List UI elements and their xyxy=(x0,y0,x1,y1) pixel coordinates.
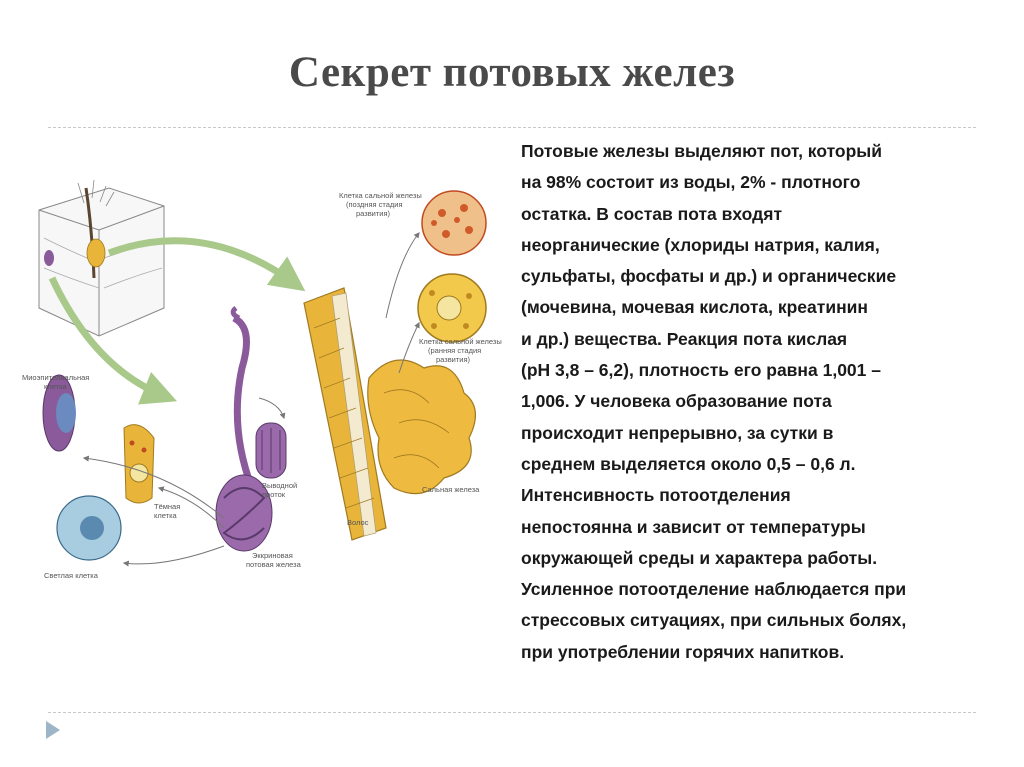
light-cell xyxy=(56,495,122,561)
body-text: Потовые железы выделяют пот, который на … xyxy=(521,136,1001,668)
text-line: (мочевина, мочевая кислота, креатинин xyxy=(521,297,868,318)
label-light-cell: Светлая клетка xyxy=(44,571,99,580)
label-excretory-duct: Выводной xyxy=(262,481,297,490)
text-line: на 98% состоит из воды, 2% - плотного xyxy=(521,172,861,193)
text-line: окружающей среды и характера работы. xyxy=(521,547,878,568)
green-arrows xyxy=(48,237,306,405)
label-sebaceous-early: Клетка сальной железы xyxy=(419,337,502,346)
dark-cell xyxy=(123,424,155,504)
label-sebaceous-early: (ранняя стадия xyxy=(428,346,481,355)
label-sebaceous-early: развития) xyxy=(436,355,471,364)
text-line: и др.) вещества. Реакция пота кислая xyxy=(521,328,848,349)
text-line: неорганические (хлориды натрия, калия, xyxy=(521,234,880,255)
sebaceous-cell-early xyxy=(417,273,487,343)
text-line: происходит непрерывно, за сутки в xyxy=(521,422,834,443)
sebaceous-gland xyxy=(303,287,476,541)
text-line: при употреблении горячих напитков. xyxy=(521,641,845,662)
label-sebaceous-late: Клетка сальной железы xyxy=(339,191,422,200)
label-myoepithelial: Миоэпителиальная xyxy=(22,373,89,382)
sebaceous-cell-late xyxy=(421,190,487,256)
text-line: 1,006. У человека образование пота xyxy=(521,391,832,412)
label-dark-cell: клетка xyxy=(154,511,178,520)
text-line: (pH 3,8 – 6,2), плотность его равна 1,00… xyxy=(521,360,881,381)
slide-bullet-marker xyxy=(46,721,60,739)
eccrine-arrows xyxy=(82,397,286,567)
skin-section xyxy=(38,179,165,337)
label-sebaceous-late: развития) xyxy=(356,209,391,218)
text-line: Интенсивность потоотделения xyxy=(521,485,791,506)
label-eccrine-gland: потовая железа xyxy=(246,560,302,569)
text-line: стрессовых ситуациях, при сильных болях, xyxy=(521,610,907,631)
myoepithelial-cell xyxy=(42,374,76,452)
label-dark-cell: Тёмная xyxy=(154,502,180,511)
text-line: Потовые железы выделяют пот, который xyxy=(521,141,883,161)
text-line: сульфаты, фосфаты и др.) и органические xyxy=(521,266,897,287)
label-sebaceous-gland: Сальная железа xyxy=(422,485,480,494)
eccrine-gland xyxy=(215,305,287,552)
gland-arrows xyxy=(385,232,420,374)
text-line: остатка. В состав пота входят xyxy=(521,203,783,224)
gland-illustration: Клетка сальной железы (поздняя стадия ра… xyxy=(22,179,502,580)
label-excretory-duct: проток xyxy=(262,490,286,499)
text-line: среднем выделяется около 0,5 – 0,6 л. xyxy=(521,453,856,474)
text-line: Усиленное потоотделение наблюдается при xyxy=(521,579,907,600)
label-eccrine-gland: Эккриновая xyxy=(252,551,293,560)
label-myoepithelial: клетка xyxy=(44,382,68,391)
bottom-divider xyxy=(48,712,976,713)
label-sebaceous-late: (поздняя стадия xyxy=(346,200,403,209)
label-hair: Волос xyxy=(347,518,369,527)
top-divider xyxy=(48,127,976,128)
slide-title: Секрет потовых желез xyxy=(288,49,736,96)
text-line: непостоянна и зависит от температуры xyxy=(521,516,866,537)
